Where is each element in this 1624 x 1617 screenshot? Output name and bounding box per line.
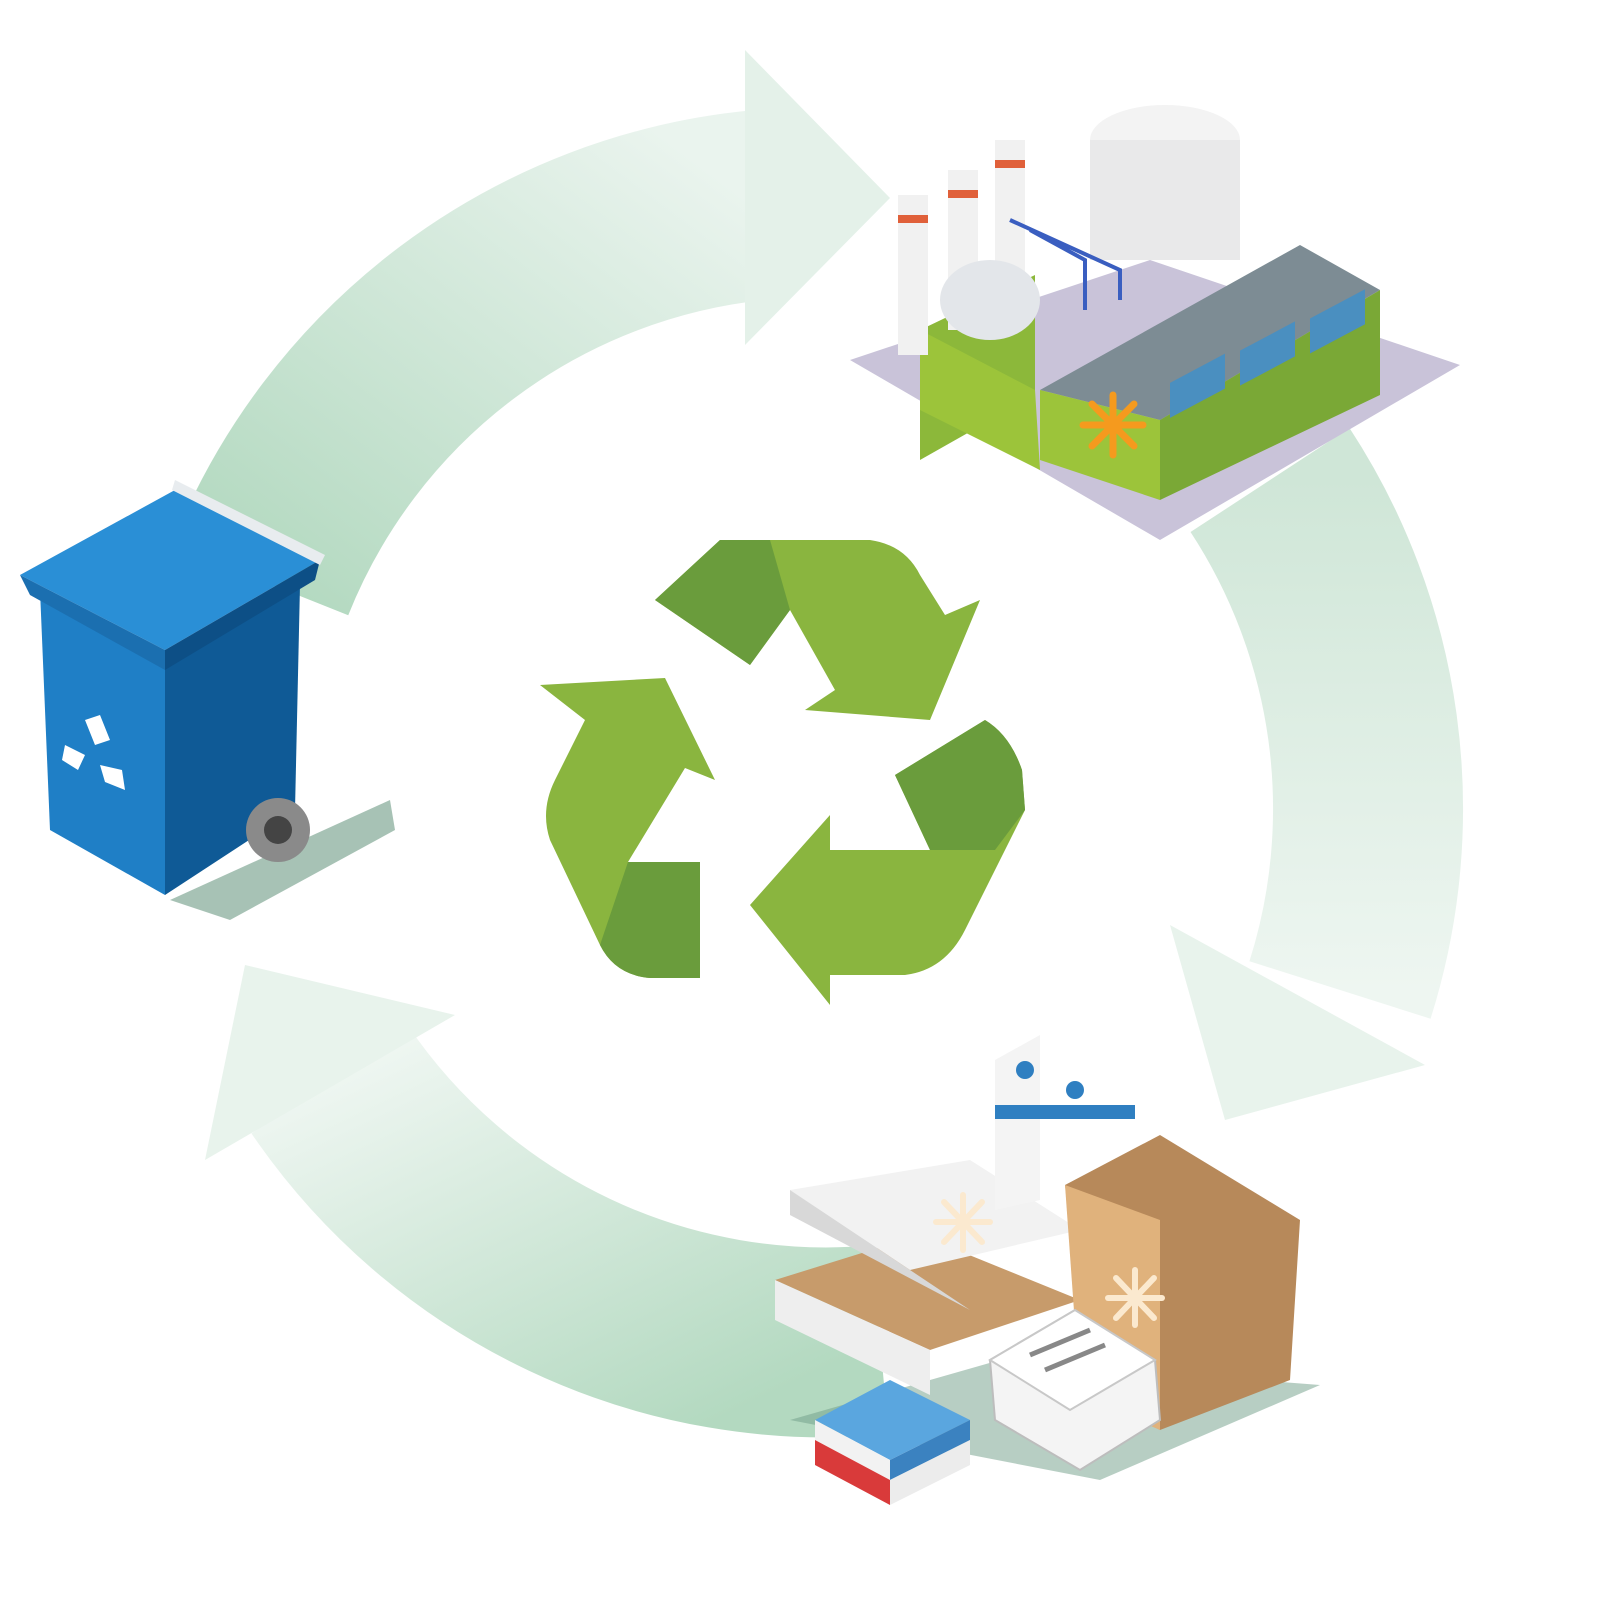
factory-icon <box>850 105 1460 540</box>
arrow-factory-to-products <box>1170 427 1464 1120</box>
paper-stack <box>988 1308 1162 1472</box>
arrow-products-to-bin <box>205 965 889 1438</box>
books <box>815 1380 970 1505</box>
flower-logo-icon <box>1079 391 1147 459</box>
recycle-symbol-icon <box>540 540 1025 1005</box>
milk-cartons <box>995 1035 1135 1210</box>
arrow-bin-to-factory <box>171 50 890 617</box>
recycling-bin-icon <box>20 480 395 920</box>
paper-products-icon <box>775 1035 1320 1505</box>
recycle-logo-on-bin <box>62 715 125 790</box>
